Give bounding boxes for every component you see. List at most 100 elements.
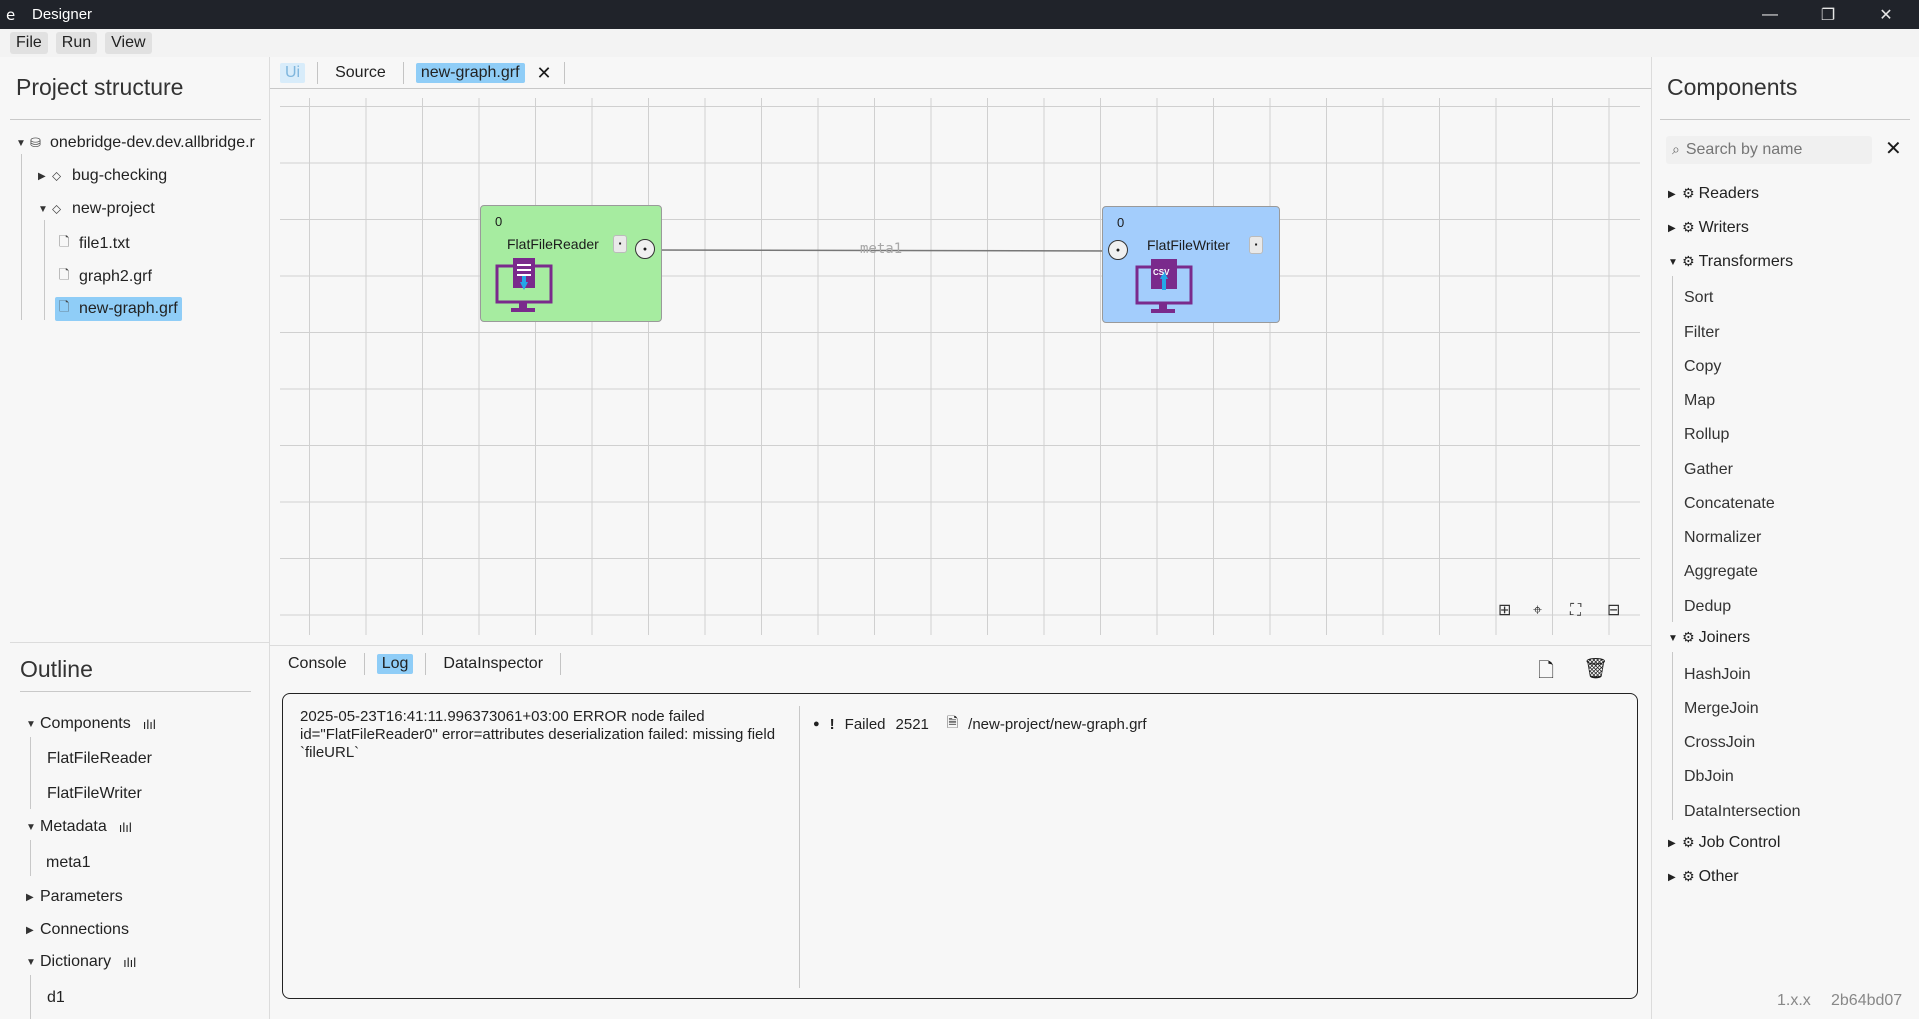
outline-parameters[interactable]: ▶ Parameters	[26, 888, 123, 906]
menu-view[interactable]: View	[105, 32, 152, 54]
category-label: Transformers	[1698, 253, 1794, 270]
chevron-right-icon[interactable]: ▶	[1668, 837, 1676, 849]
chevron-down-icon[interactable]: ▼	[38, 203, 48, 215]
outline-connections[interactable]: ▶ Connections	[26, 921, 129, 939]
fit-screen-icon[interactable]: ⛶	[1570, 600, 1582, 619]
chevron-right-icon[interactable]: ▶	[1668, 188, 1676, 200]
component-dbjoin[interactable]: DbJoin	[1684, 768, 1734, 785]
chart-icon[interactable]: ılıl	[123, 954, 137, 970]
search-field[interactable]: ⌕	[1666, 136, 1872, 164]
category-other[interactable]: ▶ ⚙ Other	[1668, 868, 1739, 886]
node-menu-button[interactable]: ▪	[1249, 236, 1263, 254]
chevron-right-icon[interactable]: ▶	[38, 170, 46, 182]
chevron-down-icon[interactable]: ▼	[1668, 256, 1678, 268]
category-readers[interactable]: ▶ ⚙ Readers	[1668, 185, 1759, 203]
category-job-control[interactable]: ▶ ⚙ Job Control	[1668, 834, 1780, 852]
component-crossjoin[interactable]: CrossJoin	[1684, 734, 1756, 751]
component-dedup[interactable]: Dedup	[1684, 598, 1732, 615]
node-flatfilereader[interactable]: 0 FlatFileReader ▪	[480, 205, 662, 322]
menu-run[interactable]: Run	[55, 32, 98, 54]
category-joiners[interactable]: ▼ ⚙ Joiners	[1668, 629, 1750, 647]
clear-search-icon[interactable]: ✕	[1885, 136, 1902, 160]
trash-icon[interactable]: 🗑	[1583, 656, 1609, 680]
category-writers[interactable]: ▶ ⚙ Writers	[1668, 219, 1749, 237]
new-file-icon[interactable]: 🗋	[1538, 658, 1555, 682]
edge-meta1[interactable]	[646, 249, 1119, 252]
tree-item-label: graph2.grf	[79, 268, 152, 285]
log-entry[interactable]: ● ! Failed 2521 🗎 /new-project/new-graph…	[813, 712, 1147, 736]
chart-icon[interactable]: ılıl	[142, 716, 156, 732]
chart-icon[interactable]: ılıl	[118, 819, 132, 835]
left-panel-divider[interactable]	[269, 57, 270, 1019]
tree-item-graph2[interactable]: 🗋 graph2.grf	[59, 266, 152, 288]
writer-icon	[1135, 259, 1193, 313]
component-sort[interactable]: Sort	[1684, 289, 1714, 306]
chevron-down-icon[interactable]: ▼	[26, 956, 36, 968]
chevron-down-icon[interactable]: ▼	[26, 718, 36, 730]
close-tab-icon[interactable]: ✕	[536, 62, 552, 84]
project-title-underline	[10, 119, 261, 120]
chevron-right-icon[interactable]: ▶	[26, 924, 34, 936]
restore-button[interactable]: ❐	[1820, 6, 1836, 24]
log-divider[interactable]	[799, 706, 800, 988]
tree-guide-line	[44, 220, 45, 320]
node-menu-button[interactable]: ▪	[613, 235, 627, 253]
chevron-right-icon[interactable]: ▶	[1668, 222, 1676, 234]
zoom-in-icon[interactable]: ⊞	[1498, 600, 1512, 619]
component-rollup[interactable]: Rollup	[1684, 426, 1730, 443]
component-map[interactable]: Map	[1684, 392, 1716, 409]
tab-ui[interactable]: Ui	[280, 63, 306, 83]
zoom-out-icon[interactable]: ⊟	[1607, 600, 1621, 619]
close-window-button[interactable]: ✕	[1879, 6, 1893, 24]
editor-log-divider[interactable]	[270, 645, 1651, 646]
outline-title-underline	[20, 691, 251, 692]
input-port[interactable]: ●	[1108, 240, 1128, 260]
component-normalizer[interactable]: Normalizer	[1684, 529, 1762, 546]
outline-title: Outline	[20, 656, 93, 682]
tree-item-bug-checking[interactable]: ▶ ⬦ bug-checking	[38, 167, 167, 185]
chevron-down-icon[interactable]: ▼	[1668, 632, 1678, 644]
component-aggregate[interactable]: Aggregate	[1684, 563, 1758, 580]
chevron-right-icon[interactable]: ▶	[1668, 871, 1676, 883]
tab-log[interactable]: Log	[376, 654, 414, 674]
tree-item-file1[interactable]: 🗋 file1.txt	[59, 233, 130, 255]
right-panel-divider[interactable]	[1651, 57, 1652, 1019]
component-concatenate[interactable]: Concatenate	[1684, 495, 1775, 512]
component-copy[interactable]: Copy	[1684, 358, 1722, 375]
outline-item[interactable]: d1	[47, 989, 65, 1006]
component-filter[interactable]: Filter	[1684, 324, 1720, 341]
chevron-right-icon[interactable]: ▶	[26, 891, 34, 903]
outline-item[interactable]: FlatFileWriter	[47, 785, 142, 802]
chevron-down-icon[interactable]: ▼	[26, 821, 36, 833]
tree-item-root[interactable]: ▼ ⛁ onebridge-dev.dev.allbridge.r	[16, 134, 255, 152]
tree-item-new-graph[interactable]: 🗋 new-graph.grf	[55, 297, 182, 321]
tab-separator	[402, 62, 404, 84]
tab-separator	[363, 653, 365, 675]
outline-item[interactable]: meta1	[46, 854, 91, 871]
chevron-down-icon[interactable]: ▼	[16, 137, 26, 149]
node-flatfilewriter[interactable]: 0 FlatFileWriter ▪ CSV	[1102, 206, 1280, 323]
outline-components[interactable]: ▼ Components ılıl	[26, 715, 156, 733]
tree-item-label: file1.txt	[79, 235, 130, 252]
center-icon[interactable]: ⌖	[1533, 600, 1543, 619]
tab-console[interactable]: Console	[288, 655, 347, 672]
project-outline-divider[interactable]	[10, 642, 270, 643]
minimize-button[interactable]: —	[1762, 5, 1778, 23]
menu-file[interactable]: File	[10, 32, 48, 54]
outline-metadata[interactable]: ▼ Metadata ılıl	[26, 818, 132, 836]
tree-item-new-project[interactable]: ▼ ⬦ new-project	[38, 200, 155, 218]
component-gather[interactable]: Gather	[1684, 461, 1733, 478]
category-transformers[interactable]: ▼ ⚙ Transformers	[1668, 253, 1793, 271]
graph-canvas[interactable]: meta1 0 FlatFileReader ▪ ● 0 FlatFileWri…	[280, 98, 1640, 635]
tab-new-graph[interactable]: new-graph.grf	[415, 63, 525, 83]
outline-dictionary[interactable]: ▼ Dictionary ılıl	[26, 953, 136, 971]
component-mergejoin[interactable]: MergeJoin	[1684, 700, 1759, 717]
output-port[interactable]: ●	[635, 239, 655, 259]
search-input[interactable]	[1679, 141, 1850, 159]
tab-source[interactable]: Source	[335, 64, 386, 81]
component-hashjoin[interactable]: HashJoin	[1684, 666, 1751, 683]
tag-icon: ⬦	[52, 201, 62, 217]
outline-item[interactable]: FlatFileReader	[47, 750, 152, 767]
component-dataintersection[interactable]: DataIntersection	[1684, 803, 1801, 820]
tab-datainspector[interactable]: DataInspector	[443, 655, 544, 672]
